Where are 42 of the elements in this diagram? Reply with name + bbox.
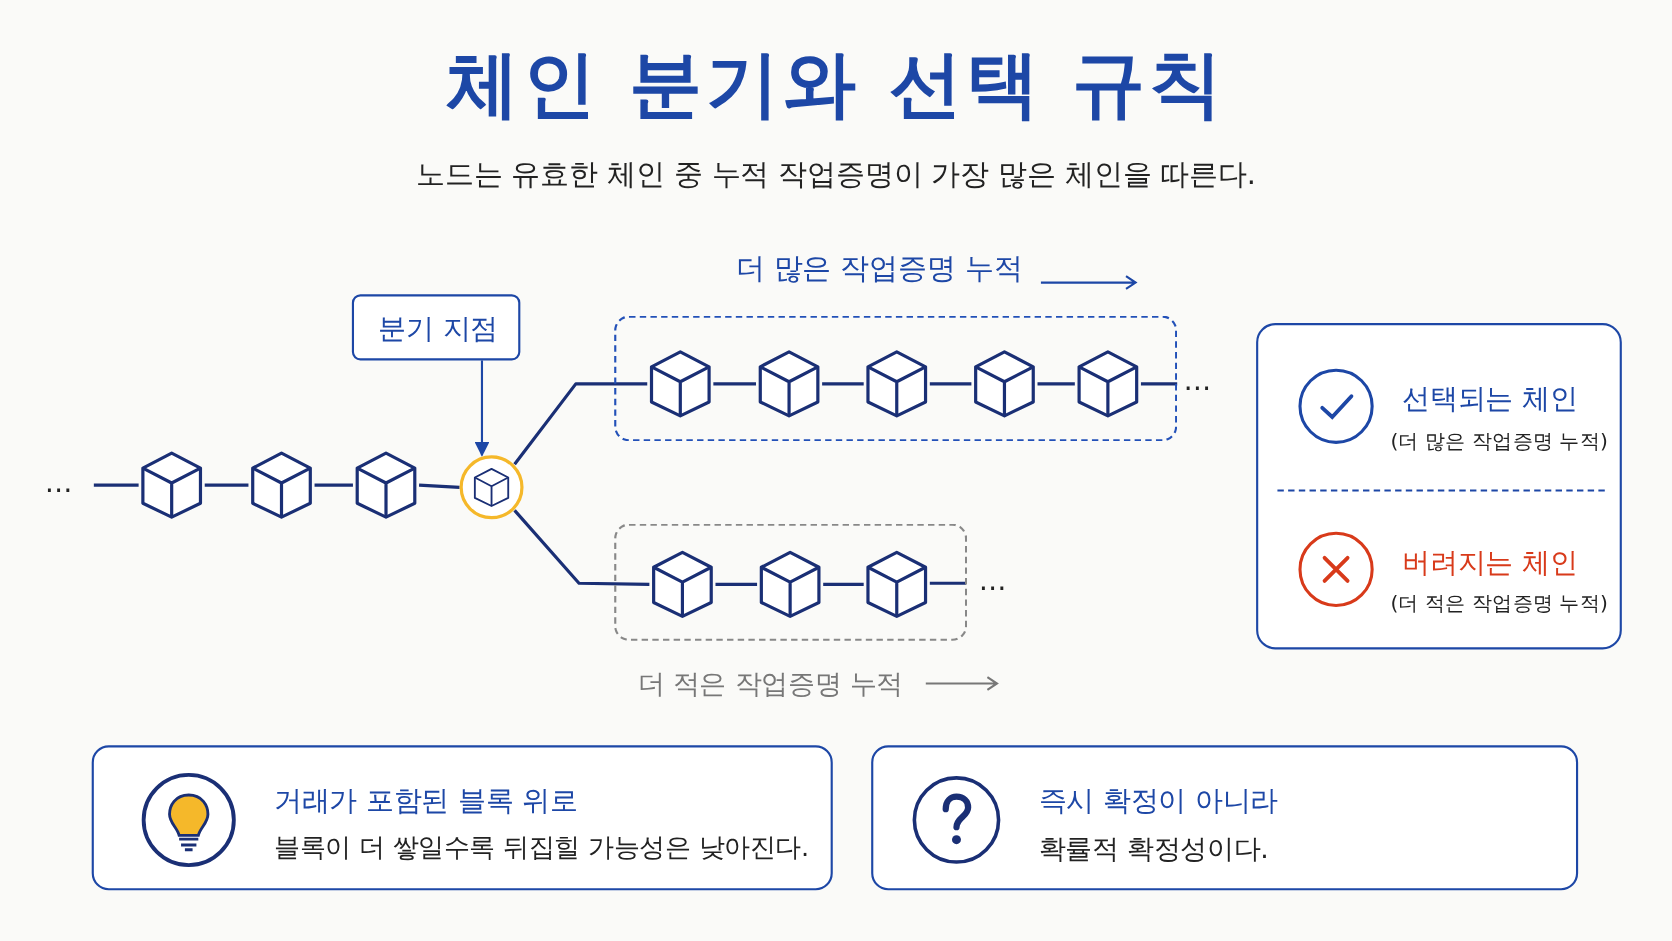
callout-text: 분기 지점 [377, 311, 500, 347]
arrow [474, 360, 490, 457]
chain-line [823, 582, 864, 586]
block-cube [863, 549, 930, 620]
info-card [91, 745, 833, 891]
block-cube [863, 348, 930, 420]
group-heading: 더 많은 작업증명 누적 [735, 250, 1023, 287]
ellipsis: … [44, 465, 75, 498]
fork-block [459, 455, 524, 520]
block-cube [757, 549, 824, 620]
chain-line [1037, 382, 1075, 386]
block-cube [138, 450, 205, 521]
callout-box [351, 294, 521, 361]
block-cube [248, 450, 315, 521]
chain-line [929, 382, 972, 386]
note-heading: 거래가 포함된 블록 위로 [274, 783, 578, 819]
legend-panel [1256, 323, 1622, 650]
title: 체인 분기와 선택 규칙 [445, 40, 1227, 128]
status-heading: 선택되는 체인 [1402, 381, 1578, 417]
ellipsis: … [1183, 364, 1214, 397]
block-cube [647, 348, 714, 420]
block-cube [1074, 348, 1141, 420]
block-cube [649, 549, 716, 620]
block-cube [971, 348, 1038, 420]
note-text: 블록이 더 쌓일수록 뒤집힐 가능성은 낮아진다. [274, 831, 810, 865]
chain-line [418, 483, 460, 489]
chain-line [513, 509, 650, 586]
chain-line [822, 382, 864, 386]
info-card [871, 745, 1579, 891]
status-heading: 버려지는 체인 [1402, 544, 1578, 580]
chain-line [713, 382, 756, 386]
subtitle: 노드는 유효한 체인 중 누적 작업증명이 가장 많은 체인을 따른다. [414, 156, 1257, 193]
chain-line [715, 582, 758, 586]
ellipsis: … [978, 564, 1009, 597]
chain-line [204, 483, 249, 487]
chain-line [314, 483, 353, 487]
group-heading: 더 적은 작업증명 누적 [637, 667, 903, 702]
note-heading: 즉시 확정이 아니라 [1038, 783, 1278, 819]
note-text: 확률적 확정성이다. [1038, 832, 1269, 867]
status-note: (더 많은 작업증명 누적) [1390, 427, 1608, 455]
chain-line [513, 382, 648, 466]
status-note: (더 적은 작업증명 누적) [1390, 589, 1608, 617]
